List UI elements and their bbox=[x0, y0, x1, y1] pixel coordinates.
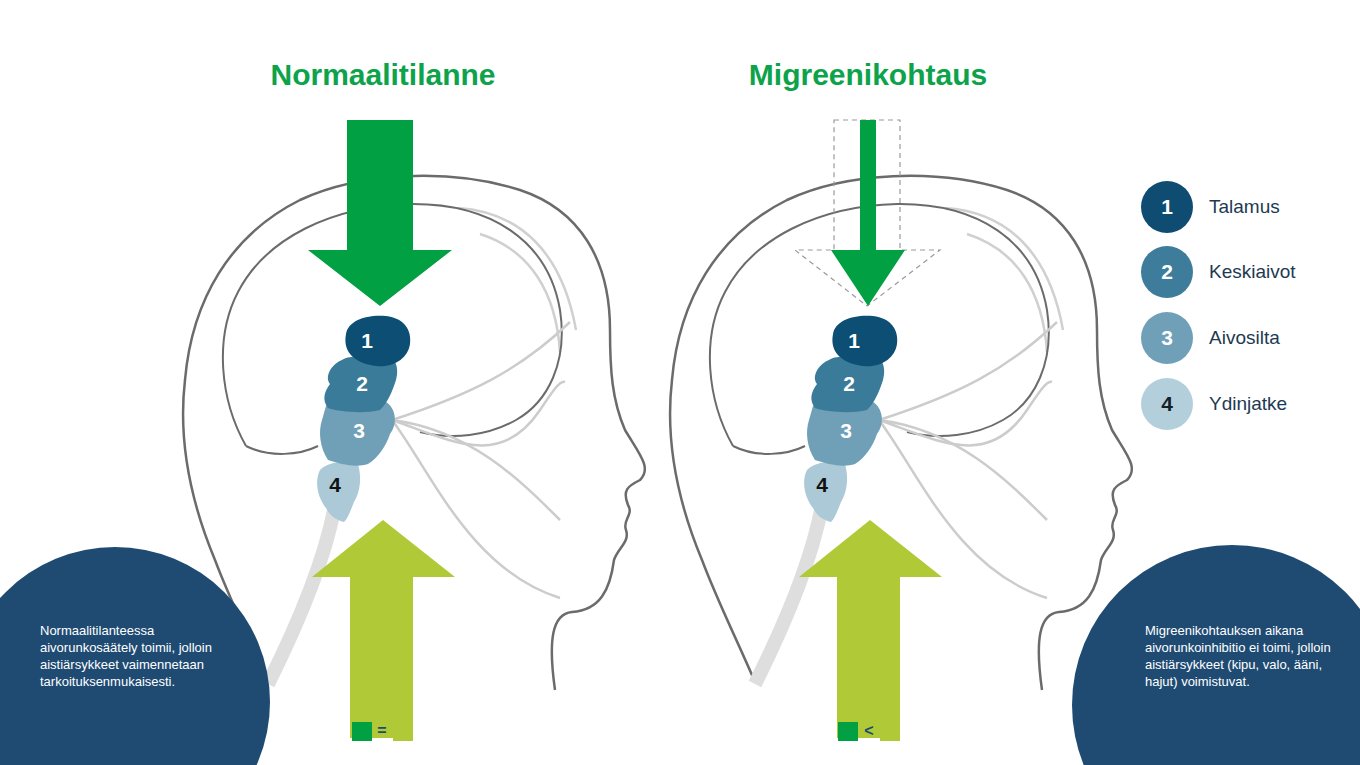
region-name: Talamus bbox=[1209, 196, 1280, 218]
region-name: Ydinjatke bbox=[1209, 393, 1287, 415]
region-outline bbox=[345, 316, 410, 367]
callout-number: 1 bbox=[848, 329, 860, 353]
comparison-sign: < bbox=[864, 722, 873, 740]
reduced-arrow-outline bbox=[795, 120, 940, 306]
region-outline bbox=[832, 316, 897, 367]
region-name: Keskiaivot bbox=[1209, 261, 1296, 283]
note-circle: Migreenikohtauksen aikana aivorunkoinhib… bbox=[1072, 545, 1360, 765]
inhibition-arrow bbox=[831, 120, 905, 306]
region-outline bbox=[317, 462, 360, 522]
stimulus-swatch bbox=[880, 722, 900, 741]
inhibition-arrow bbox=[308, 120, 452, 306]
legend-item: 4 Ydinjatke bbox=[1141, 378, 1287, 430]
callout-number: 3 bbox=[840, 419, 852, 443]
callout-number: 2 bbox=[356, 372, 368, 396]
region-outline bbox=[320, 402, 395, 466]
stimulus-swatch bbox=[393, 722, 413, 741]
callout-number: 4 bbox=[816, 473, 828, 497]
region-shape bbox=[338, 314, 412, 368]
brain-region: 4 bbox=[801, 460, 849, 522]
legend-item: 3 Aivosilta bbox=[1141, 312, 1280, 364]
panel-title: Migreenikohtaus bbox=[749, 58, 987, 92]
note-text: Normaalitilanteessa aivorunkosäätely toi… bbox=[40, 622, 218, 690]
stimulus-arrow bbox=[799, 520, 942, 738]
region-outline bbox=[807, 402, 882, 466]
note-circle: Normaalitilanteessa aivorunkosäätely toi… bbox=[0, 547, 270, 765]
callout-number: 1 bbox=[361, 329, 373, 353]
inhibition-swatch bbox=[838, 722, 858, 741]
callout-number: 2 bbox=[843, 372, 855, 396]
panel-title: Normaalitilanne bbox=[270, 58, 495, 92]
region-outline bbox=[804, 462, 847, 522]
region-name: Aivosilta bbox=[1209, 327, 1280, 349]
legend-item: 2 Keskiaivot bbox=[1141, 246, 1296, 298]
callout-number: 3 bbox=[1141, 312, 1193, 364]
region-shape bbox=[825, 314, 899, 368]
callout-number: 3 bbox=[353, 419, 365, 443]
brain-region: 1 bbox=[338, 314, 412, 368]
callout-number: 4 bbox=[1141, 378, 1193, 430]
note-text: Migreenikohtauksen aikana aivorunkoinhib… bbox=[1145, 622, 1335, 690]
inhibition-swatch bbox=[352, 722, 372, 741]
callout-number: 1 bbox=[1141, 181, 1193, 233]
callout-number: 4 bbox=[329, 473, 341, 497]
brain-region: 1 bbox=[825, 314, 899, 368]
comparison-sign: = bbox=[377, 722, 386, 740]
stimulus-arrow bbox=[312, 520, 455, 738]
legend-item: 1 Talamus bbox=[1141, 181, 1280, 233]
callout-number: 2 bbox=[1141, 246, 1193, 298]
brain-region: 4 bbox=[314, 460, 362, 522]
